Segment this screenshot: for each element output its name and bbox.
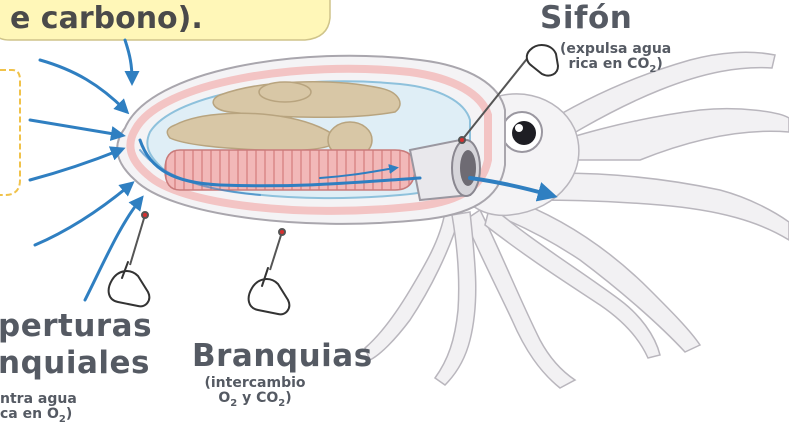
siphon-note-line2: rica en CO2) [560, 57, 671, 77]
gill-openings-note-line1: ntra agua [0, 392, 77, 407]
pointing-hand-icon [249, 268, 290, 314]
siphon [410, 140, 480, 200]
flow-arrow-icon [40, 60, 125, 110]
gill-openings-note-line2: ca en O2) [0, 407, 77, 427]
incoming-water-arrows [30, 40, 140, 300]
side-panel-frame [0, 70, 20, 195]
siphon-label: Sifón [540, 0, 632, 36]
siphon-note: (expulsa agua rica en CO2) [560, 42, 671, 77]
siphon-note-line1: (expulsa agua [560, 42, 671, 57]
pointing-hand-icon [109, 262, 150, 306]
gills-note-line2: O2 y CO2) [200, 391, 310, 411]
pointing-hand-icon [527, 45, 558, 76]
gill-openings-label-line1: perturas [0, 308, 152, 344]
squid-eye-icon [502, 112, 542, 152]
flow-arrow-icon [125, 40, 132, 80]
gill-openings-note: ntra agua ca en O2) [0, 392, 77, 427]
flow-arrow-icon [30, 150, 120, 180]
gills-label: Branquias [192, 338, 373, 374]
gills-note-line1: (intercambio [200, 376, 310, 391]
flow-arrow-icon [30, 120, 120, 135]
gill-openings-label-line2: nquiales [0, 345, 150, 381]
header-text: e carbono). [10, 1, 203, 36]
gills-note: (intercambio O2 y CO2) [200, 376, 310, 411]
